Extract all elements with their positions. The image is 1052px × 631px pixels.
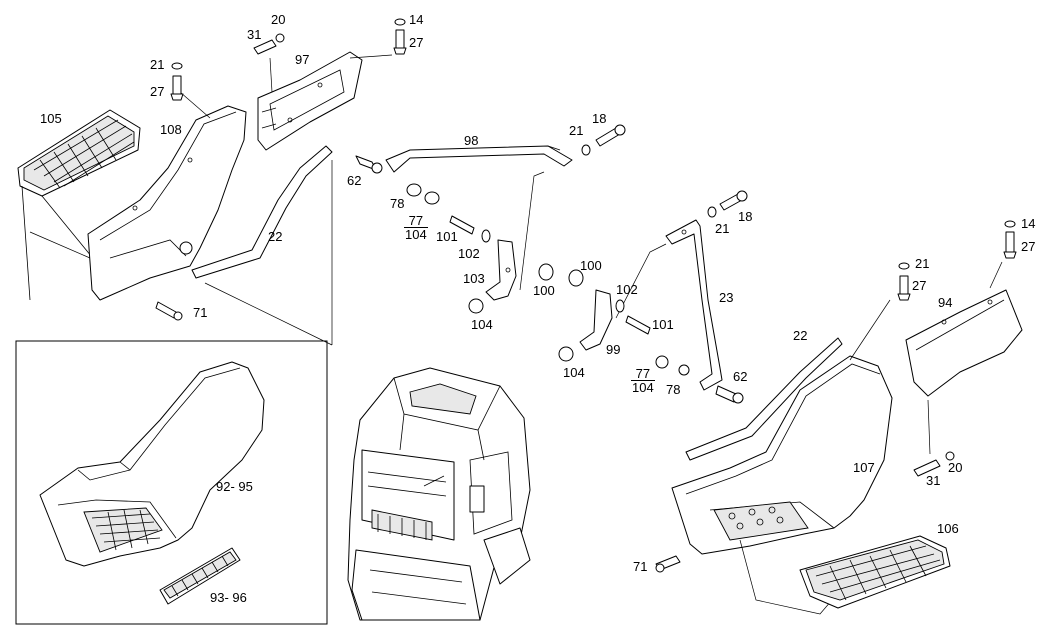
bolt-31-20-top <box>253 33 285 93</box>
bolt-21-18-right <box>707 190 748 218</box>
callout-22-right: 22 <box>793 328 808 343</box>
callout-102-left: 102 <box>458 246 480 261</box>
callout-108: 108 <box>160 122 182 137</box>
callout-27-far-right: 27 <box>912 278 927 293</box>
callout-71-right: 71 <box>633 559 648 574</box>
fraction-denominator: 104 <box>405 227 427 242</box>
part-22-strip-left <box>191 145 333 279</box>
callout-78-right: 78 <box>666 382 681 397</box>
callout-fraction-left: 77 104 <box>404 214 428 241</box>
part-23-bracket <box>665 219 723 391</box>
truck-cab-drawing <box>347 367 531 621</box>
bolt-21-27-right <box>897 262 911 301</box>
part-105-step-plate <box>17 109 141 301</box>
callout-22-left: 22 <box>268 229 283 244</box>
callout-21-mid: 21 <box>569 123 584 138</box>
callout-93-96: 93- 96 <box>210 590 247 605</box>
callout-62-left: 62 <box>347 173 362 188</box>
callout-20-bottom: 20 <box>948 460 963 475</box>
part-108-fender <box>87 105 247 301</box>
callout-107: 107 <box>853 460 875 475</box>
bolt-71-right <box>655 555 681 573</box>
part-92-95-step-fender <box>39 361 265 567</box>
callout-101-left: 101 <box>436 229 458 244</box>
bolt-101-102-left <box>449 215 491 243</box>
nut-104-left <box>468 298 484 314</box>
callout-105: 105 <box>40 111 62 126</box>
callout-104-left: 104 <box>471 317 493 332</box>
callout-101-right: 101 <box>652 317 674 332</box>
callout-fraction-right: 77 104 <box>631 367 655 394</box>
nut-100-left <box>538 263 554 281</box>
callout-23: 23 <box>719 290 734 305</box>
bolt-21-27-left <box>170 62 184 101</box>
part-94-panel <box>905 289 1023 397</box>
callout-99: 99 <box>606 342 621 357</box>
fraction-denominator: 104 <box>632 380 654 395</box>
bolt-21-18-mid <box>581 124 626 156</box>
callout-102-right: 102 <box>616 282 638 297</box>
callout-71-left: 71 <box>193 305 208 320</box>
callout-18-right: 18 <box>738 209 753 224</box>
part-99-bracket <box>579 289 613 351</box>
part-98-bracket <box>385 145 573 173</box>
callout-21-far-right: 21 <box>915 256 930 271</box>
part-93-96-step-plate <box>159 547 241 605</box>
bolt-14-27-right <box>1003 220 1017 259</box>
part-106-step-plate <box>799 535 951 609</box>
callout-78-left: 78 <box>390 196 405 211</box>
callout-14-right: 14 <box>1021 216 1036 231</box>
callout-97: 97 <box>295 52 310 67</box>
callout-62-right: 62 <box>733 369 748 384</box>
part-103-bracket <box>485 239 517 301</box>
callout-94: 94 <box>938 295 953 310</box>
nuts-78-77-right <box>655 355 690 376</box>
part-97-panel <box>257 51 363 151</box>
nuts-100-102-right <box>568 269 625 313</box>
callout-98: 98 <box>464 133 479 148</box>
callout-14-top: 14 <box>409 12 424 27</box>
callout-27-top: 27 <box>409 35 424 50</box>
fraction-numerator: 77 <box>404 214 428 228</box>
callout-20-top: 20 <box>271 12 286 27</box>
callout-92-95: 92- 95 <box>216 479 253 494</box>
callout-100-left: 100 <box>533 283 555 298</box>
bolt-71-left <box>155 301 183 321</box>
callout-31-top: 31 <box>247 27 262 42</box>
part-22-strip-right <box>685 337 843 461</box>
callout-103: 103 <box>463 271 485 286</box>
bolt-101-right <box>625 315 651 335</box>
bolt-62-left <box>355 155 383 174</box>
bolt-62-right <box>715 385 744 404</box>
fraction-numerator: 77 <box>631 367 655 381</box>
callout-104-right: 104 <box>563 365 585 380</box>
part-107-fender <box>671 355 893 555</box>
callout-27-left: 27 <box>150 84 165 99</box>
nuts-78-77 <box>406 183 440 205</box>
callout-21-left: 21 <box>150 57 165 72</box>
bolt-31-20-bottom <box>913 451 955 477</box>
bolt-14-27-top <box>393 18 407 55</box>
callout-27-right: 27 <box>1021 239 1036 254</box>
callout-21-right: 21 <box>715 221 730 236</box>
callout-100-right: 100 <box>580 258 602 273</box>
inset-frame <box>15 340 328 625</box>
callout-106: 106 <box>937 521 959 536</box>
nut-104-right <box>558 346 574 362</box>
callout-31-bottom: 31 <box>926 473 941 488</box>
callout-18-mid: 18 <box>592 111 607 126</box>
